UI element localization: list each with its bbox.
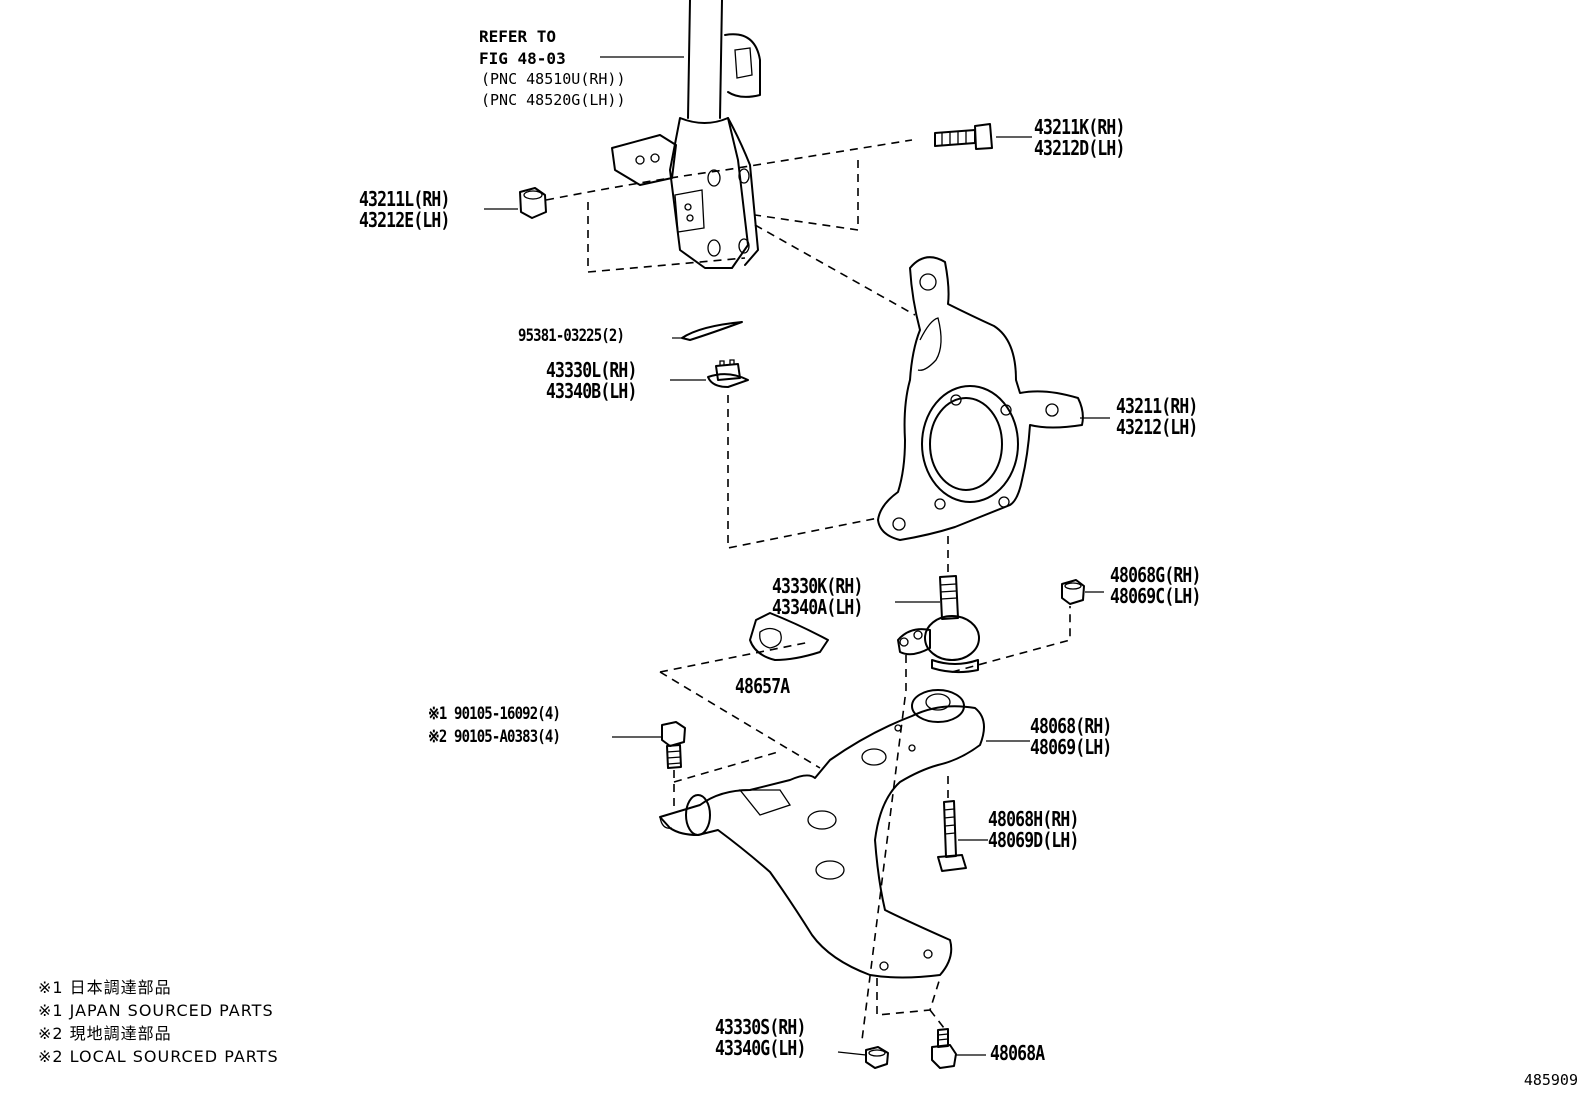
leader-lines [484,56,1110,1056]
note-local-en: ※2 LOCAL SOURCED PARTS [38,1047,279,1066]
lower-bolt[interactable] [931,1028,957,1069]
ball-joint[interactable] [897,575,980,674]
arm-nut[interactable] [1061,579,1085,605]
strut-assembly[interactable] [611,0,761,269]
refer-line-1: REFER TO [479,27,557,46]
label-90105-16092[interactable]: ※1 90105-16092(4) [428,704,561,724]
label-48069c[interactable]: 48069C(LH) [1110,584,1201,608]
refer-line-3: (PNC 48510U(RH)) [481,70,626,88]
assembly-lines [545,139,1071,1041]
label-90105-a0383[interactable]: ※2 90105-A0383(4) [428,727,561,747]
label-48068h[interactable]: 48068H(RH) [988,807,1079,831]
label-95381[interactable]: 95381-03225(2) [518,326,625,346]
label-43211l[interactable]: 43211L(RH) [359,187,450,211]
label-48068a[interactable]: 48068A [990,1041,1045,1065]
label-43212[interactable]: 43212(LH) [1116,415,1198,439]
label-43211k[interactable]: 43211K(RH) [1034,115,1125,139]
figure-number: 485909 [1523,1071,1578,1089]
label-43340b[interactable]: 43340B(LH) [546,379,637,403]
arm-bolt[interactable] [937,800,967,872]
label-48068g[interactable]: 48068G(RH) [1110,563,1201,587]
label-43330l[interactable]: 43330L(RH) [546,358,637,382]
label-43340a[interactable]: 43340A(LH) [772,595,863,619]
label-43340g[interactable]: 43340G(LH) [715,1036,806,1060]
upper-nut[interactable] [519,187,547,219]
lower-nut[interactable] [865,1046,889,1069]
refer-line-4: (PNC 48520G(LH)) [481,91,626,109]
note-japan-jp: ※1 日本調達部品 [38,978,172,997]
note-japan-en: ※1 JAPAN SOURCED PARTS [38,1001,274,1020]
lower-control-arm[interactable] [659,689,985,979]
label-43212e[interactable]: 43212E(LH) [359,208,450,232]
refer-line-2: FIG 48-03 [479,49,566,68]
label-43330k[interactable]: 43330K(RH) [772,574,863,598]
label-43330s[interactable]: 43330S(RH) [715,1015,806,1039]
bracket-48657a[interactable] [749,612,829,661]
upper-bolt[interactable] [934,123,993,150]
label-43212d[interactable]: 43212D(LH) [1034,136,1125,160]
note-local-jp: ※2 現地調達部品 [38,1024,172,1043]
steering-knuckle[interactable] [877,256,1084,541]
cotter-pin[interactable] [681,321,743,341]
label-48657a[interactable]: 48657A [735,674,790,698]
label-48068[interactable]: 48068(RH) [1030,714,1112,738]
label-48069[interactable]: 48069(LH) [1030,735,1112,759]
castle-nut[interactable] [707,359,749,388]
bracket-bolt[interactable] [661,721,686,769]
label-48069d[interactable]: 48069D(LH) [988,828,1079,852]
label-43211[interactable]: 43211(RH) [1116,394,1198,418]
